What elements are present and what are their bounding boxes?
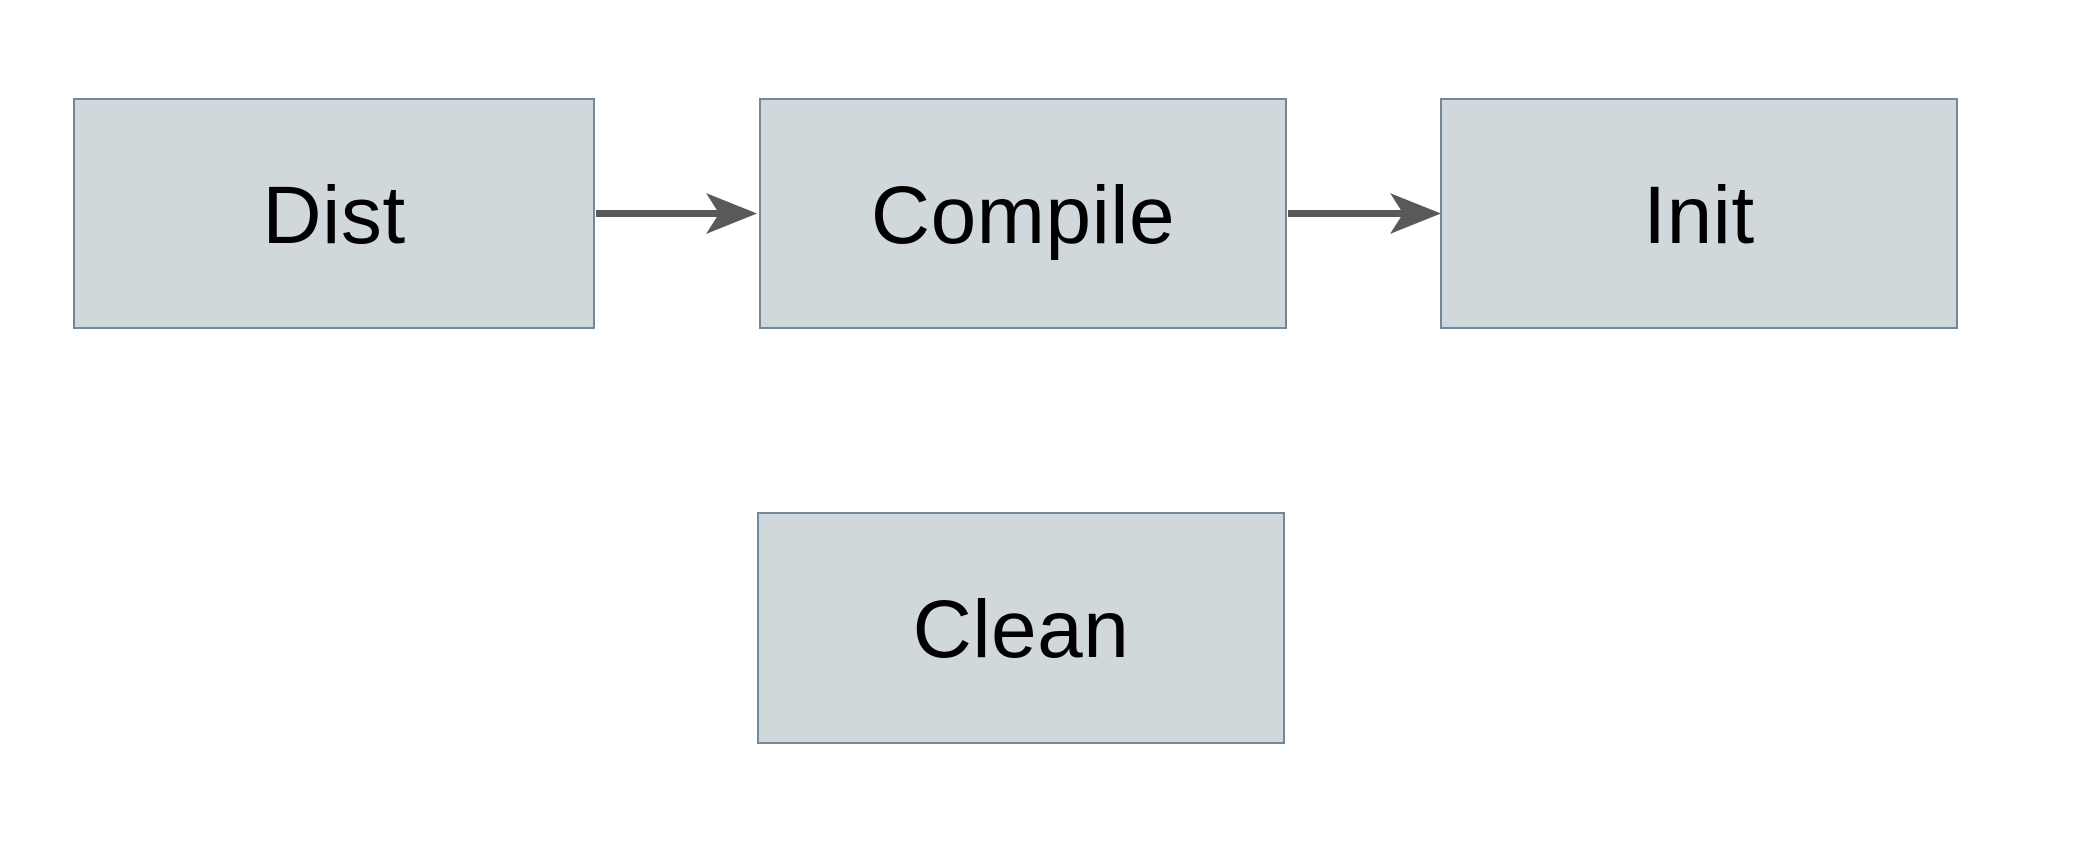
arrow-dist-to-compile (596, 193, 757, 234)
node-clean: Clean (757, 512, 1285, 744)
node-init: Init (1440, 98, 1958, 329)
node-init-label: Init (1643, 169, 1755, 261)
node-compile-label: Compile (870, 169, 1176, 261)
arrow-compile-to-init (1288, 193, 1441, 234)
node-dist: Dist (73, 98, 595, 329)
node-dist-label: Dist (262, 169, 406, 261)
node-clean-label: Clean (912, 584, 1130, 675)
node-compile: Compile (759, 98, 1287, 329)
